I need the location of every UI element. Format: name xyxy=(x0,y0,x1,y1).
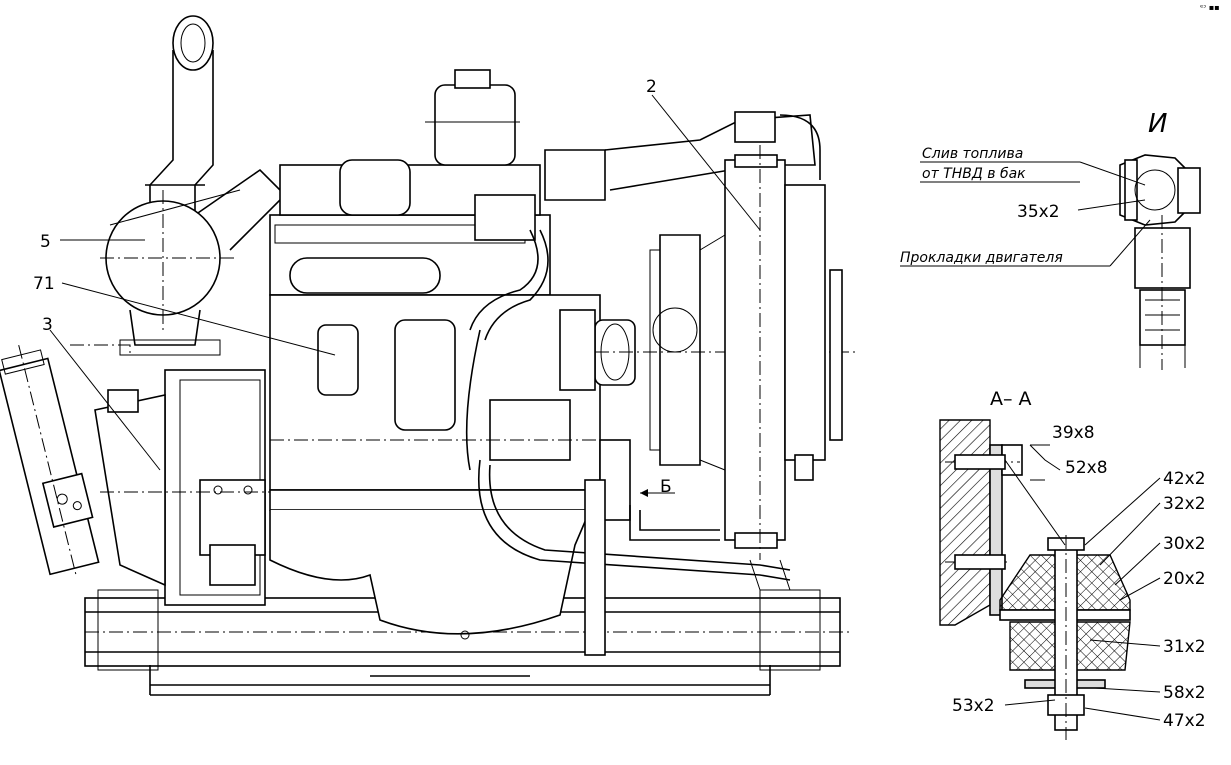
callout-2: 2 xyxy=(646,77,657,97)
clutch-housing xyxy=(94,369,280,606)
detail-i xyxy=(1119,154,1201,370)
starter-cable xyxy=(70,344,131,355)
corner-mark: ᵉᵓ ▪▪ xyxy=(1200,3,1220,12)
callout-5: 5 xyxy=(40,232,51,252)
leader-lines xyxy=(49,94,1161,721)
dipstick-tube xyxy=(584,479,606,656)
air-filter xyxy=(100,15,287,356)
water-pipe xyxy=(629,505,720,541)
engine-block xyxy=(269,214,601,548)
drain-label-line2: от ТНВД в бак xyxy=(922,166,1026,182)
starter-motor xyxy=(0,344,100,579)
section-aa xyxy=(939,419,1131,740)
drain-label-line1: Слив топлива xyxy=(922,146,1023,162)
callout-71: 71 xyxy=(33,274,55,294)
part-20x2: 20х2 xyxy=(1163,569,1206,589)
valve-cover xyxy=(279,69,541,241)
part-52x8: 52х8 xyxy=(1065,458,1108,478)
part-42x2: 42х2 xyxy=(1163,469,1206,489)
part-47x2: 47х2 xyxy=(1163,711,1206,731)
detail-i-qty-35: 35х2 xyxy=(1017,202,1060,222)
section-aa-title: А– А xyxy=(990,388,1032,410)
oil-pan xyxy=(269,509,591,635)
part-31x2: 31х2 xyxy=(1163,637,1206,657)
part-30x2: 30х2 xyxy=(1163,534,1206,554)
part-58x2: 58х2 xyxy=(1163,683,1206,703)
part-53x2: 53х2 xyxy=(952,696,995,716)
detail-i-title: И xyxy=(1148,109,1167,139)
turbo-pipes xyxy=(465,111,821,471)
part-39x8: 39х8 xyxy=(1052,423,1095,443)
view-b-label: Б xyxy=(660,477,672,497)
callout-3: 3 xyxy=(42,315,53,335)
fuel-line xyxy=(478,459,791,581)
part-32x2: 32х2 xyxy=(1163,494,1206,514)
gaskets-label: Прокладки двигателя xyxy=(900,250,1063,266)
